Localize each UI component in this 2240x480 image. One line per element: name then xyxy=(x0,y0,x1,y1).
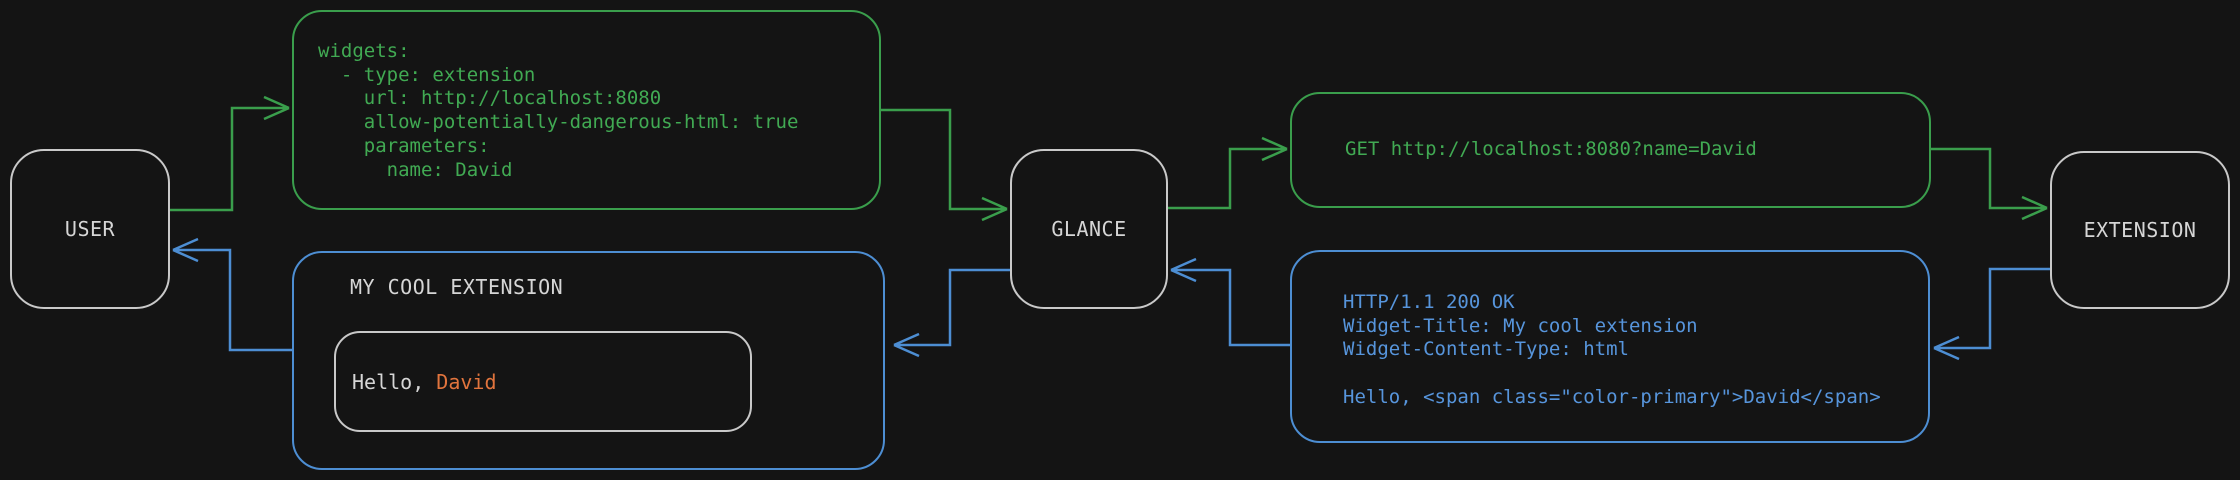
glance-node: GLANCE xyxy=(1010,149,1168,309)
user-node: USER xyxy=(10,149,170,309)
arrow-widget-to-user xyxy=(172,237,292,352)
request-box: GET http://localhost:8080?name=David xyxy=(1290,92,1931,208)
arrow-config-to-glance xyxy=(881,108,1008,222)
http-request-code: GET http://localhost:8080?name=David xyxy=(1345,138,1757,161)
response-box: HTTP/1.1 200 OK Widget-Title: My cool ex… xyxy=(1290,250,1930,443)
greeting-name: David xyxy=(436,369,497,394)
greeting-prefix: Hello, xyxy=(352,369,437,394)
extension-node: EXTENSION xyxy=(2050,151,2230,309)
glance-node-label: GLANCE xyxy=(1051,217,1127,241)
config-yaml-code: widgets: - type: extension url: http://l… xyxy=(318,40,799,181)
arrow-glance-to-widget xyxy=(893,268,1010,358)
http-response-code: HTTP/1.1 200 OK Widget-Title: My cool ex… xyxy=(1343,291,1881,408)
arrow-extension-to-response xyxy=(1933,267,2050,361)
widget-inner-box: Hello, David xyxy=(334,331,752,432)
user-node-label: USER xyxy=(64,217,116,241)
arrow-response-to-glance xyxy=(1170,257,1290,347)
arrow-request-to-extension xyxy=(1931,147,2048,221)
widget-title: MY COOL EXTENSION xyxy=(350,275,564,299)
extension-node-label: EXTENSION xyxy=(2083,218,2197,242)
arrow-glance-to-request xyxy=(1168,136,1288,210)
widget-preview-box: MY COOL EXTENSION Hello, David xyxy=(292,251,885,470)
arrow-user-to-config xyxy=(170,95,290,212)
config-box: widgets: - type: extension url: http://l… xyxy=(292,10,881,210)
